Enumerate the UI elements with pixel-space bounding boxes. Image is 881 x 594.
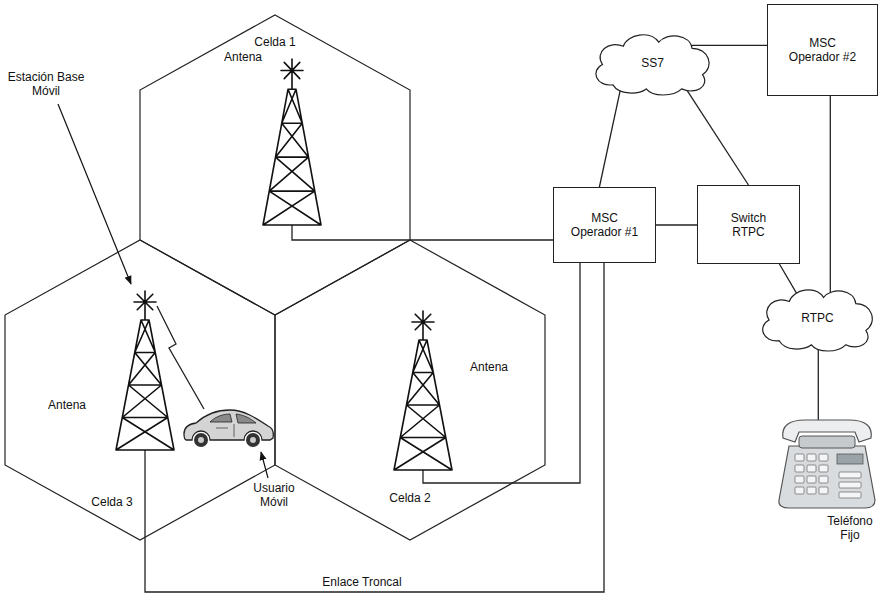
trunk-line xyxy=(423,263,580,483)
switch-box: Switch RTPC xyxy=(697,185,800,264)
cell-label: Celda 2 xyxy=(389,491,430,505)
network-cloud: SS7 xyxy=(590,30,715,95)
telephone-label: Teléfono Fijo xyxy=(822,514,878,542)
cell-hexagon: Celda 1Antena xyxy=(140,15,410,315)
car-window xyxy=(210,414,232,422)
trunk-line xyxy=(599,85,621,187)
cell-hexagon: Celda 3 Antena xyxy=(5,240,275,540)
telephone-icon xyxy=(837,454,863,464)
telephone-icon xyxy=(839,492,861,498)
telephone-icon xyxy=(783,420,872,442)
cell-label: Celda 3 xyxy=(91,495,132,509)
telephone-icon xyxy=(795,487,804,494)
trunk-line xyxy=(830,96,831,298)
cloud-label: RTPC xyxy=(801,311,833,325)
cell-outline xyxy=(275,240,545,540)
antenna-label: Antena xyxy=(224,50,262,64)
trunk-line xyxy=(688,45,768,46)
telephone-icon xyxy=(779,446,875,508)
callout-arrow xyxy=(261,452,268,478)
cell-outline xyxy=(140,15,410,315)
telephone-icon xyxy=(775,416,878,511)
cell-outline xyxy=(5,240,275,540)
antenna-tower-symbol xyxy=(257,58,327,225)
telephone-icon xyxy=(839,482,861,488)
telephone-icon xyxy=(795,454,804,461)
link-label: Enlace Troncal xyxy=(320,575,403,589)
antenna-tower-symbol xyxy=(263,59,321,225)
telephone-icon xyxy=(819,465,828,472)
telephone-icon: Teléfono Fijo xyxy=(775,416,878,548)
antenna-tower: Antena xyxy=(388,310,458,470)
telephone-icon xyxy=(795,465,804,472)
telephone-icon xyxy=(839,472,861,478)
callout-arrow xyxy=(58,104,131,284)
car-window xyxy=(236,414,256,423)
antenna-tower-symbol xyxy=(116,291,174,450)
callout-label: Usuario Móvil xyxy=(248,481,300,509)
cell-hexagon: Celda 2 Antena xyxy=(275,240,545,540)
telephone-icon xyxy=(799,436,855,448)
cloud-outline xyxy=(763,290,873,351)
switch-box: MSC Operador #2 xyxy=(767,4,878,96)
cloud-label: SS7 xyxy=(641,56,664,70)
trunk-line xyxy=(684,85,749,185)
cell-label: Celda 1 xyxy=(254,35,295,49)
switch-label: MSC Operador #1 xyxy=(567,211,643,239)
telephone-icon xyxy=(819,454,828,461)
telephone-icon xyxy=(807,465,816,472)
callout-label: Estación Base Móvil xyxy=(4,70,88,98)
antenna-label: Antena xyxy=(470,360,508,374)
telephone-icon xyxy=(807,454,816,461)
telephone-icon xyxy=(819,487,828,494)
trunk-line xyxy=(292,225,553,240)
cloud-outline xyxy=(596,35,709,95)
trunk-line xyxy=(145,263,604,592)
switch-box: MSC Operador #1 xyxy=(553,187,656,263)
car-wheel xyxy=(246,433,260,447)
trunk-line xyxy=(656,224,697,225)
telephone-icon xyxy=(807,487,816,494)
antenna-label: Antena xyxy=(48,398,86,412)
radio-link xyxy=(157,306,204,409)
telephone-icon xyxy=(819,476,828,483)
antenna-tower: Antena xyxy=(110,290,180,450)
car-wheel xyxy=(194,433,208,447)
switch-label: MSC Operador #2 xyxy=(785,36,861,64)
cell-outline xyxy=(140,15,410,315)
car-door xyxy=(216,424,234,437)
car-wheel xyxy=(198,437,204,443)
network-cloud: RTPC xyxy=(757,285,878,351)
antenna-tower: Antena xyxy=(257,58,327,225)
car-wheel xyxy=(250,437,256,443)
switch-label: Switch RTPC xyxy=(725,211,773,239)
trunk-line xyxy=(818,341,819,421)
telephone-icon xyxy=(795,476,804,483)
antenna-tower-symbol xyxy=(394,311,452,470)
cell-outline xyxy=(5,240,275,540)
car-illustration xyxy=(184,410,273,447)
antenna-tower-symbol xyxy=(388,310,458,470)
telephone-icon xyxy=(807,476,816,483)
antenna-tower-symbol xyxy=(110,290,180,450)
